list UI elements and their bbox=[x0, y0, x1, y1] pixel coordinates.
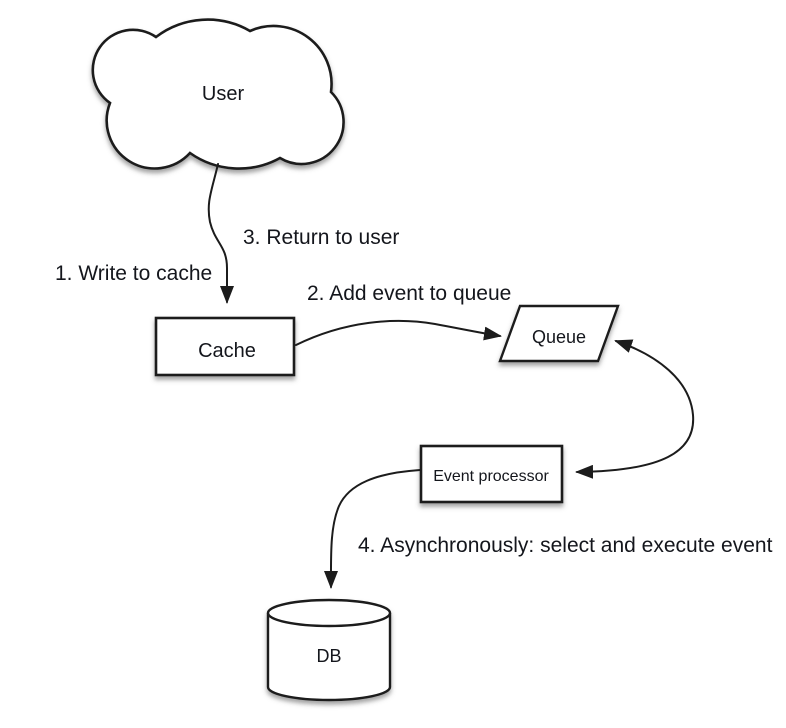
queue-eventprocessor-arrow bbox=[575, 339, 695, 479]
db-node-label: DB bbox=[316, 646, 341, 666]
user-cloud-shape bbox=[91, 18, 345, 170]
event-processor-node-label: Event processor bbox=[433, 468, 549, 485]
cache-box bbox=[154, 316, 296, 377]
user-to-cache-arrow bbox=[207, 163, 234, 304]
step3-label: 3. Return to user bbox=[243, 226, 399, 249]
eventprocessor-to-db-arrow bbox=[323, 469, 421, 589]
db-cylinder-body bbox=[266, 613, 392, 702]
cache-to-queue-arrow bbox=[295, 319, 502, 346]
cache-node-label: Cache bbox=[198, 340, 256, 362]
user-node-label: User bbox=[202, 83, 245, 105]
event-processor-box bbox=[419, 444, 564, 504]
step4-label: 4. Asynchronously: select and execute ev… bbox=[358, 534, 773, 557]
queue-node-label: Queue bbox=[532, 327, 586, 347]
db-cylinder bbox=[266, 598, 392, 702]
step2-label: 2. Add event to queue bbox=[307, 282, 511, 305]
db-cylinder-top bbox=[266, 598, 392, 628]
step1-label: 1. Write to cache bbox=[55, 262, 212, 285]
